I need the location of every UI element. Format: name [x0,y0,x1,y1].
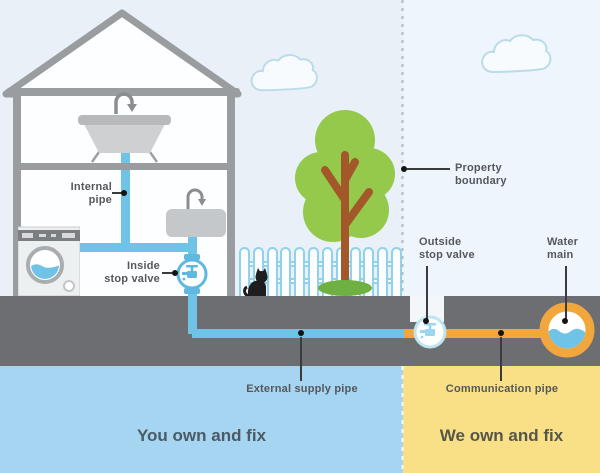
cloud-icon [250,54,318,92]
fence-picket [308,247,320,296]
fence-picket [390,247,402,296]
washing-machine-icon [18,226,80,296]
customer-zone-band [0,366,403,473]
inside-stop-valve-icon [176,254,208,294]
outside-stop-valve-label: Outside stop valve [419,236,475,261]
internal-pipe-bath [121,150,130,250]
pointer-dot [121,190,127,196]
house-roof [2,9,242,98]
fence-picket [239,247,250,296]
fence-picket [280,247,292,296]
fence-picket [363,247,375,296]
outside-stop-valve-icon [413,315,447,349]
pointer-dot [498,330,504,336]
pointer-dot [562,318,568,324]
fence-picket [294,247,306,296]
pointer-line [162,272,174,274]
cloud-icon [481,34,552,74]
pointer-line [112,192,124,194]
pointer-line [300,337,302,381]
fence-picket [266,247,278,296]
house-eave [6,88,240,96]
fence-rail [239,261,402,267]
pointer-dot [172,270,178,276]
company-zone-band [403,366,600,473]
house-floor-divider [13,163,235,170]
customer-zone-text: You own and fix [136,426,267,445]
pointer-line [407,168,450,170]
internal-pipe-label: Internal pipe [70,181,112,206]
fence-picket [377,247,389,296]
sink-icon [166,188,226,237]
house-wall-right [227,92,235,296]
water-main-label: Water main [547,236,579,261]
communication-pipe [404,329,550,338]
tree-icon [295,110,395,296]
communication-pipe-label: Communication pipe [445,383,559,395]
property-boundary-line [401,0,404,473]
water-main-icon [539,302,595,358]
pointer-line [565,266,567,320]
pointer-line [426,266,428,320]
cat-icon [243,268,268,296]
pointer-dot [423,318,429,324]
inside-stop-valve-label: Inside stop valve [104,260,160,285]
internal-pipe-horizontal [78,243,197,252]
fence-picket [349,247,361,296]
pointer-dot [298,330,304,336]
property-boundary-label: Property boundary [455,162,507,187]
pointer-dot [401,166,407,172]
company-zone-text: We own and fix [439,426,564,445]
external-supply-pipe-label: External supply pipe [246,383,358,395]
house-wall-left [13,92,21,296]
bathtub-icon [78,92,171,163]
fence-picket [321,247,333,296]
fence-rail [239,278,402,284]
pointer-line [500,337,502,381]
